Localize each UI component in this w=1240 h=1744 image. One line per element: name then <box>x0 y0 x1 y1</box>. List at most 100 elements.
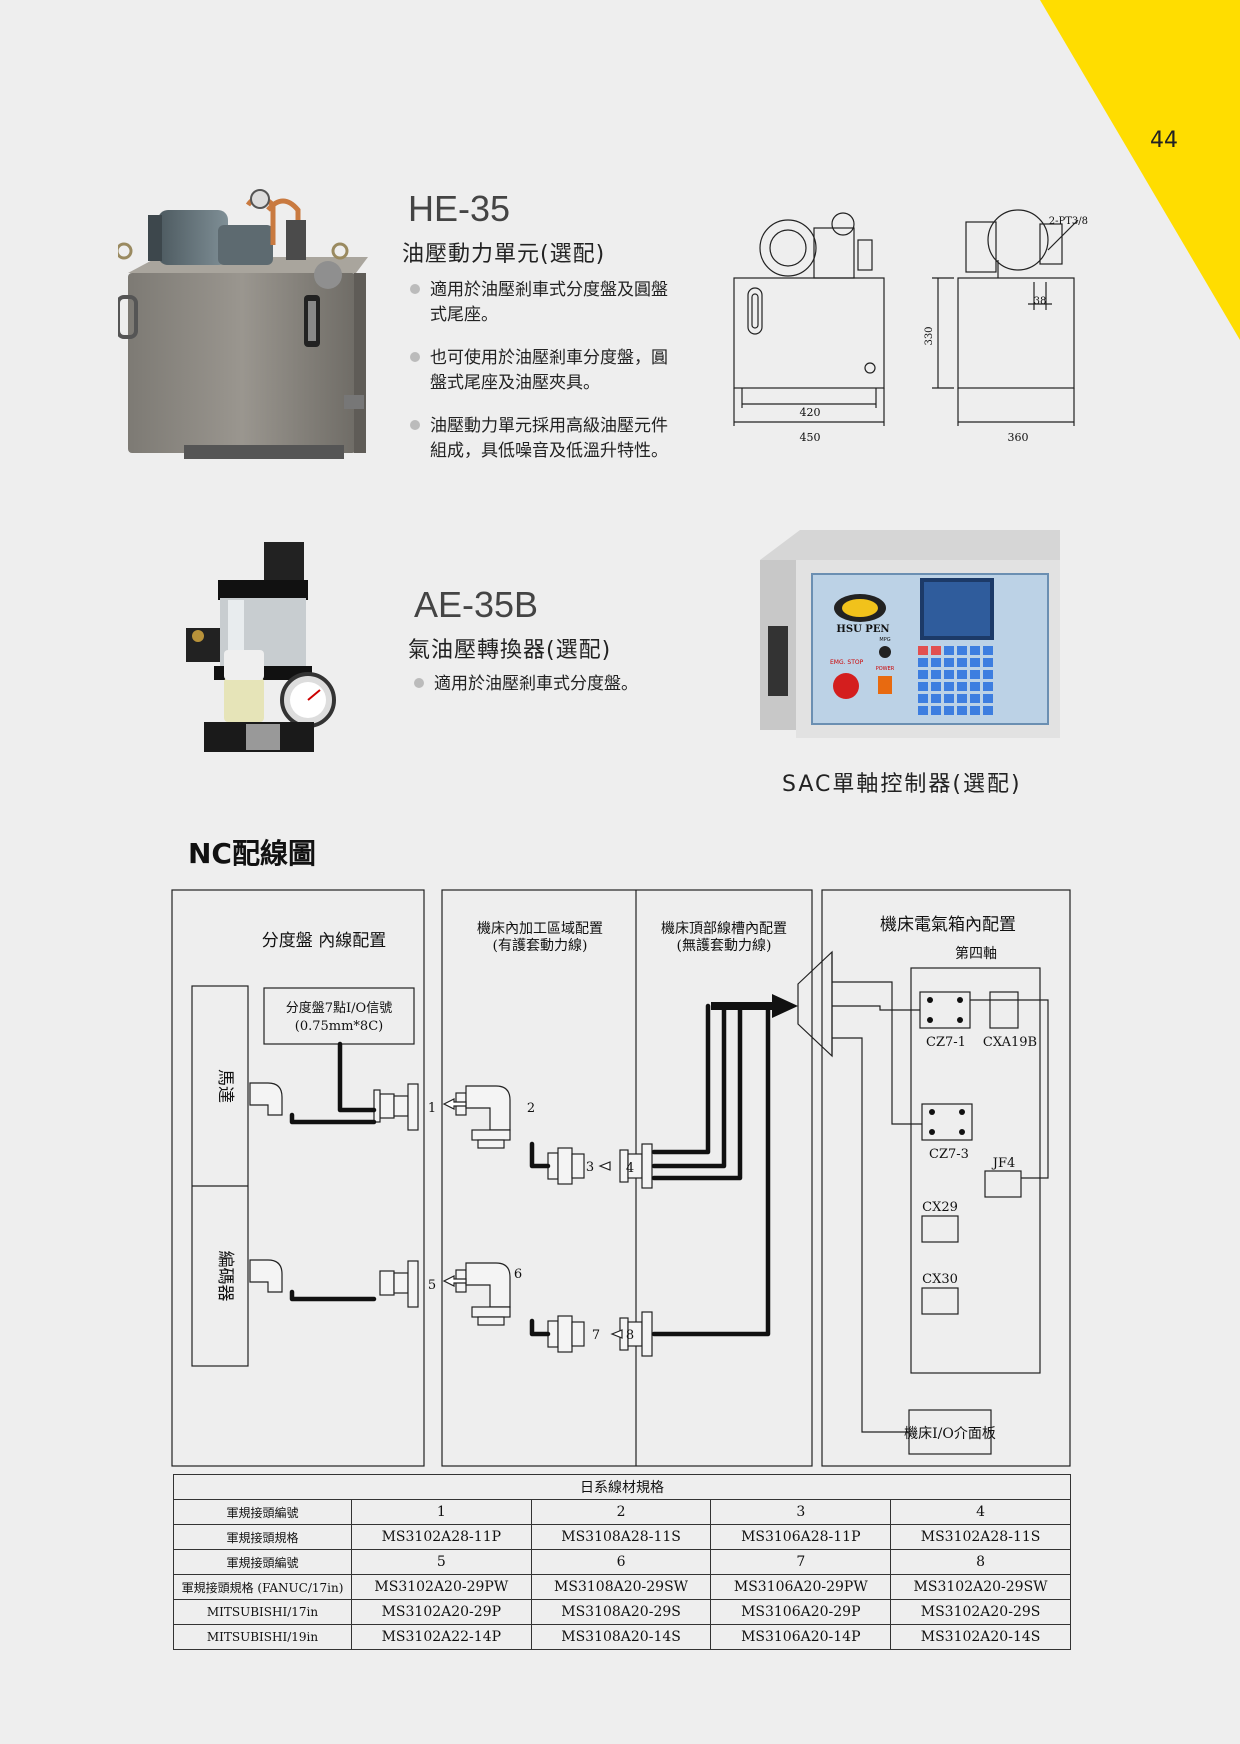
table-cell: MS3102A28-11P <box>351 1524 532 1550</box>
keypad-key <box>944 646 954 655</box>
connector-label: 3 <box>586 1160 594 1175</box>
connector-label: 4 <box>626 1161 634 1176</box>
table-cell: MS3102A28-11S <box>890 1524 1071 1550</box>
keypad-key <box>931 646 941 655</box>
he35-photo <box>118 189 368 459</box>
table-cell: MS3102A20-29S <box>890 1599 1071 1625</box>
table-cell: MS3102A20-29SW <box>890 1574 1071 1600</box>
dim-420: 420 <box>800 406 821 419</box>
encoder-label: 編碼器 <box>215 1251 235 1302</box>
list-item: 適用於油壓剎車式分度盤。 <box>412 672 712 697</box>
keypad-key <box>918 646 928 655</box>
keypad-key <box>931 670 941 679</box>
cxa19b-label: CXA19B <box>983 1035 1037 1050</box>
keypad-key <box>931 682 941 691</box>
table-cell: MS3102A20-29PW <box>351 1574 532 1600</box>
keypad-key <box>970 682 980 691</box>
cx30-box <box>921 1287 959 1315</box>
he35-subtitle: 油壓動力單元(選配) <box>402 242 606 267</box>
connector-label: 8 <box>626 1328 634 1343</box>
keypad-key <box>983 646 993 655</box>
signal-box <box>263 987 415 1045</box>
keypad-key <box>957 670 967 679</box>
table-title: 日系線材規格 <box>173 1474 1071 1500</box>
row-label: 軍規接頭編號 <box>173 1549 352 1575</box>
connector-label: 2 <box>527 1101 535 1116</box>
cx30-label: CX30 <box>922 1272 958 1287</box>
keypad-key <box>983 682 993 691</box>
keypad-key <box>970 694 980 703</box>
nc-wiring-title: NC配線圖 <box>188 837 316 870</box>
keypad-key <box>970 646 980 655</box>
corner-accent <box>1040 0 1240 340</box>
jf4-label: JF4 <box>991 1156 1016 1171</box>
keypad-key <box>983 670 993 679</box>
table-cell: 2 <box>530 1499 712 1525</box>
keypad-key <box>957 658 967 667</box>
brand-label: HSU PEN <box>836 624 889 635</box>
panel-cabinet <box>821 889 1071 1467</box>
connector-label: 6 <box>514 1267 522 1282</box>
table-cell: 6 <box>530 1549 712 1575</box>
keypad-key <box>944 682 954 691</box>
axis4-box <box>910 967 1041 1374</box>
table-cell: MS3102A20-14S <box>890 1624 1071 1650</box>
keypad-key <box>983 658 993 667</box>
panel-machine <box>441 889 813 1467</box>
table-cell: MS3106A20-29PW <box>710 1574 892 1600</box>
table-cell: 7 <box>710 1549 892 1575</box>
keypad-key <box>918 694 928 703</box>
nc-wiring-diagram: 分度盤 內線配置 分度盤7點I/O信號 (0.75mm*8C) 馬達 編碼器 機… <box>171 889 1071 1467</box>
mpg-label: MPG <box>879 637 890 643</box>
keypad-key <box>957 646 967 655</box>
dim-450: 450 <box>800 431 821 444</box>
row-label: 軍規接頭規格 (FANUC/17in) <box>173 1574 352 1600</box>
axis4-label: 第四軸 <box>955 945 997 962</box>
panel2-title-line2: (有護套動力線) <box>493 938 588 954</box>
he35-bullets: 適用於油壓剎車式分度盤及圓盤式尾座。 也可使用於油壓剎車分度盤，圓盤式尾座及油壓… <box>408 278 708 482</box>
table-cell: MS3106A20-29P <box>710 1599 892 1625</box>
panel4-title: 機床電氣箱內配置 <box>880 915 1016 935</box>
dim-38: 38 <box>1034 296 1047 307</box>
cz71-label: CZ7-1 <box>926 1035 966 1050</box>
keypad-key <box>931 706 941 715</box>
io-panel-label: 機床I/O介面板 <box>904 1426 996 1442</box>
cz71-box <box>919 991 971 1029</box>
power-label: POWER <box>876 666 895 672</box>
keypad-key <box>957 682 967 691</box>
jf4-box <box>984 1170 1022 1198</box>
he35-drawing: 2-PT3/8 38 330 420 450 360 <box>733 209 1088 444</box>
panel2-title-line1: 機床內加工區域配置 <box>477 921 603 937</box>
cz73-label: CZ7-3 <box>929 1147 969 1162</box>
table-cell: MS3108A20-29S <box>530 1599 712 1625</box>
sac-controller-photo: HSU PEN EMG. STOP MPG POWER <box>760 530 1060 738</box>
table-cell: 8 <box>890 1549 1071 1575</box>
keypad-key <box>957 694 967 703</box>
emg-label: EMG. STOP <box>830 659 864 666</box>
cxa19b-box <box>989 991 1019 1029</box>
connector-label: 7 <box>592 1328 600 1343</box>
table-cell: MS3106A28-11P <box>710 1524 892 1550</box>
panel-indexer <box>171 889 425 1467</box>
ae35b-photo <box>186 542 336 752</box>
keypad-key <box>918 670 928 679</box>
he35-title: HE-35 <box>408 188 511 229</box>
table-cell: 5 <box>351 1549 532 1575</box>
list-item: 也可使用於油壓剎車分度盤，圓盤式尾座及油壓夾具。 <box>408 346 708 396</box>
table-cell: 4 <box>890 1499 1071 1525</box>
bullet-icon <box>410 420 420 430</box>
bullet-icon <box>410 284 420 294</box>
bullet-icon <box>410 352 420 362</box>
port-label: 2-PT3/8 <box>1049 216 1088 227</box>
keypad-key <box>944 694 954 703</box>
cx29-box <box>921 1215 959 1243</box>
keypad-key <box>944 670 954 679</box>
panel3-title-line2: (無護套動力線) <box>677 938 772 954</box>
table-cell: MS3106A20-14P <box>710 1624 892 1650</box>
table-cell: MS3102A20-29P <box>351 1599 532 1625</box>
